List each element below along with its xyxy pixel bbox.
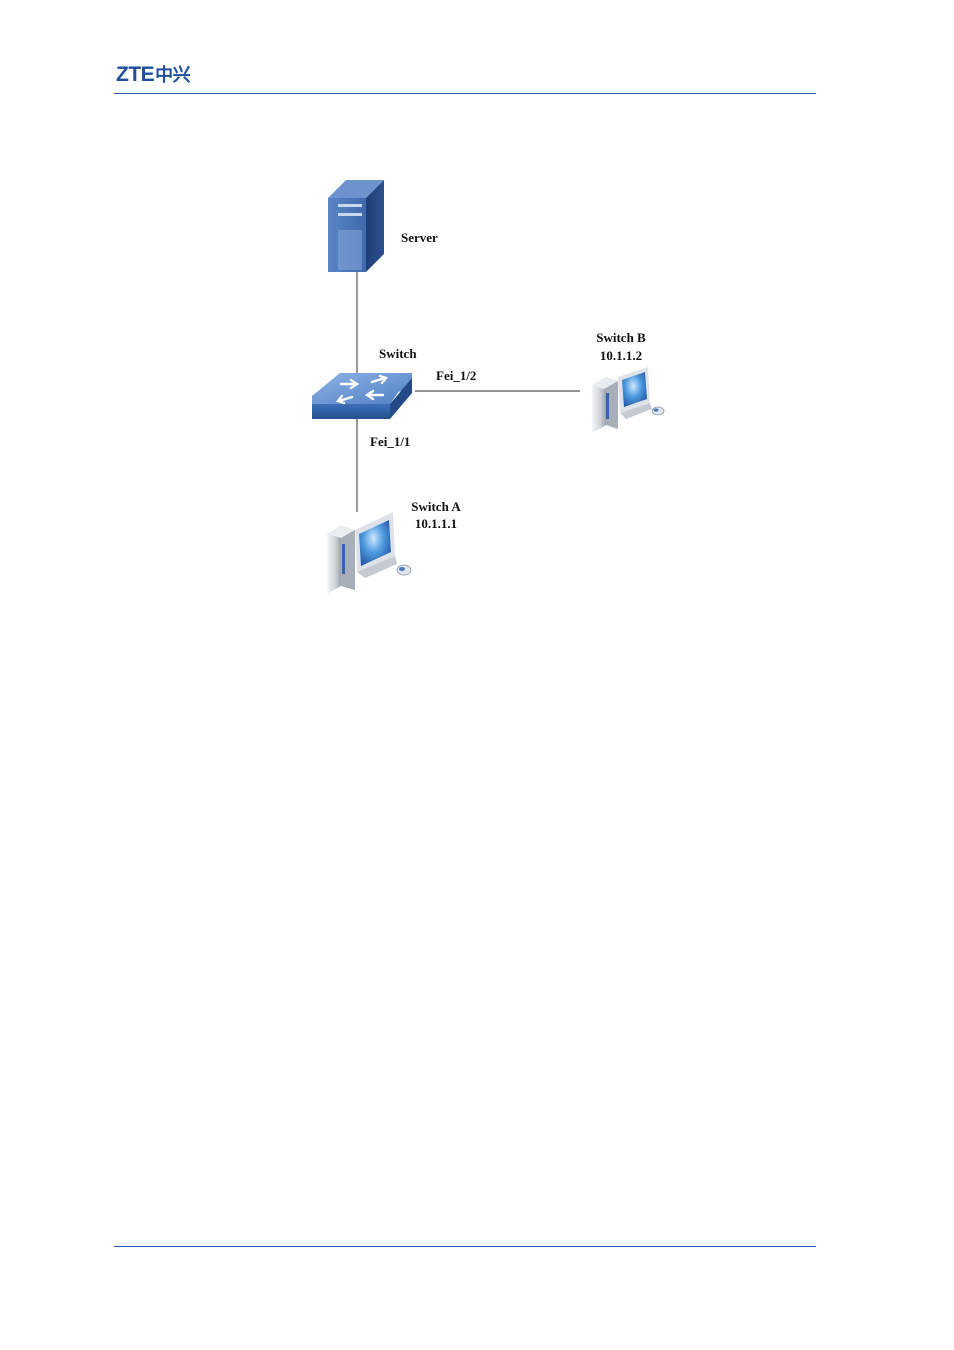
switch-a-computer-icon: [327, 512, 411, 594]
switch-a-name-label: Switch A: [401, 498, 471, 515]
server-label: Server: [401, 229, 438, 246]
switch-b-computer-icon: [592, 367, 664, 433]
server-tower-icon: [328, 180, 384, 272]
switch-b-ip-label: 10.1.1.2: [586, 347, 656, 364]
port-fei-1-1-label: Fei_1/1: [370, 433, 410, 450]
switch-a-ip-label: 10.1.1.1: [401, 515, 471, 532]
switch-b-name-label: Switch B: [586, 329, 656, 346]
switch-label: Switch: [379, 345, 417, 362]
footer-rule: [114, 1246, 816, 1247]
port-fei-1-2-label: Fei_1/2: [436, 367, 476, 384]
network-switch-icon: [312, 373, 412, 419]
